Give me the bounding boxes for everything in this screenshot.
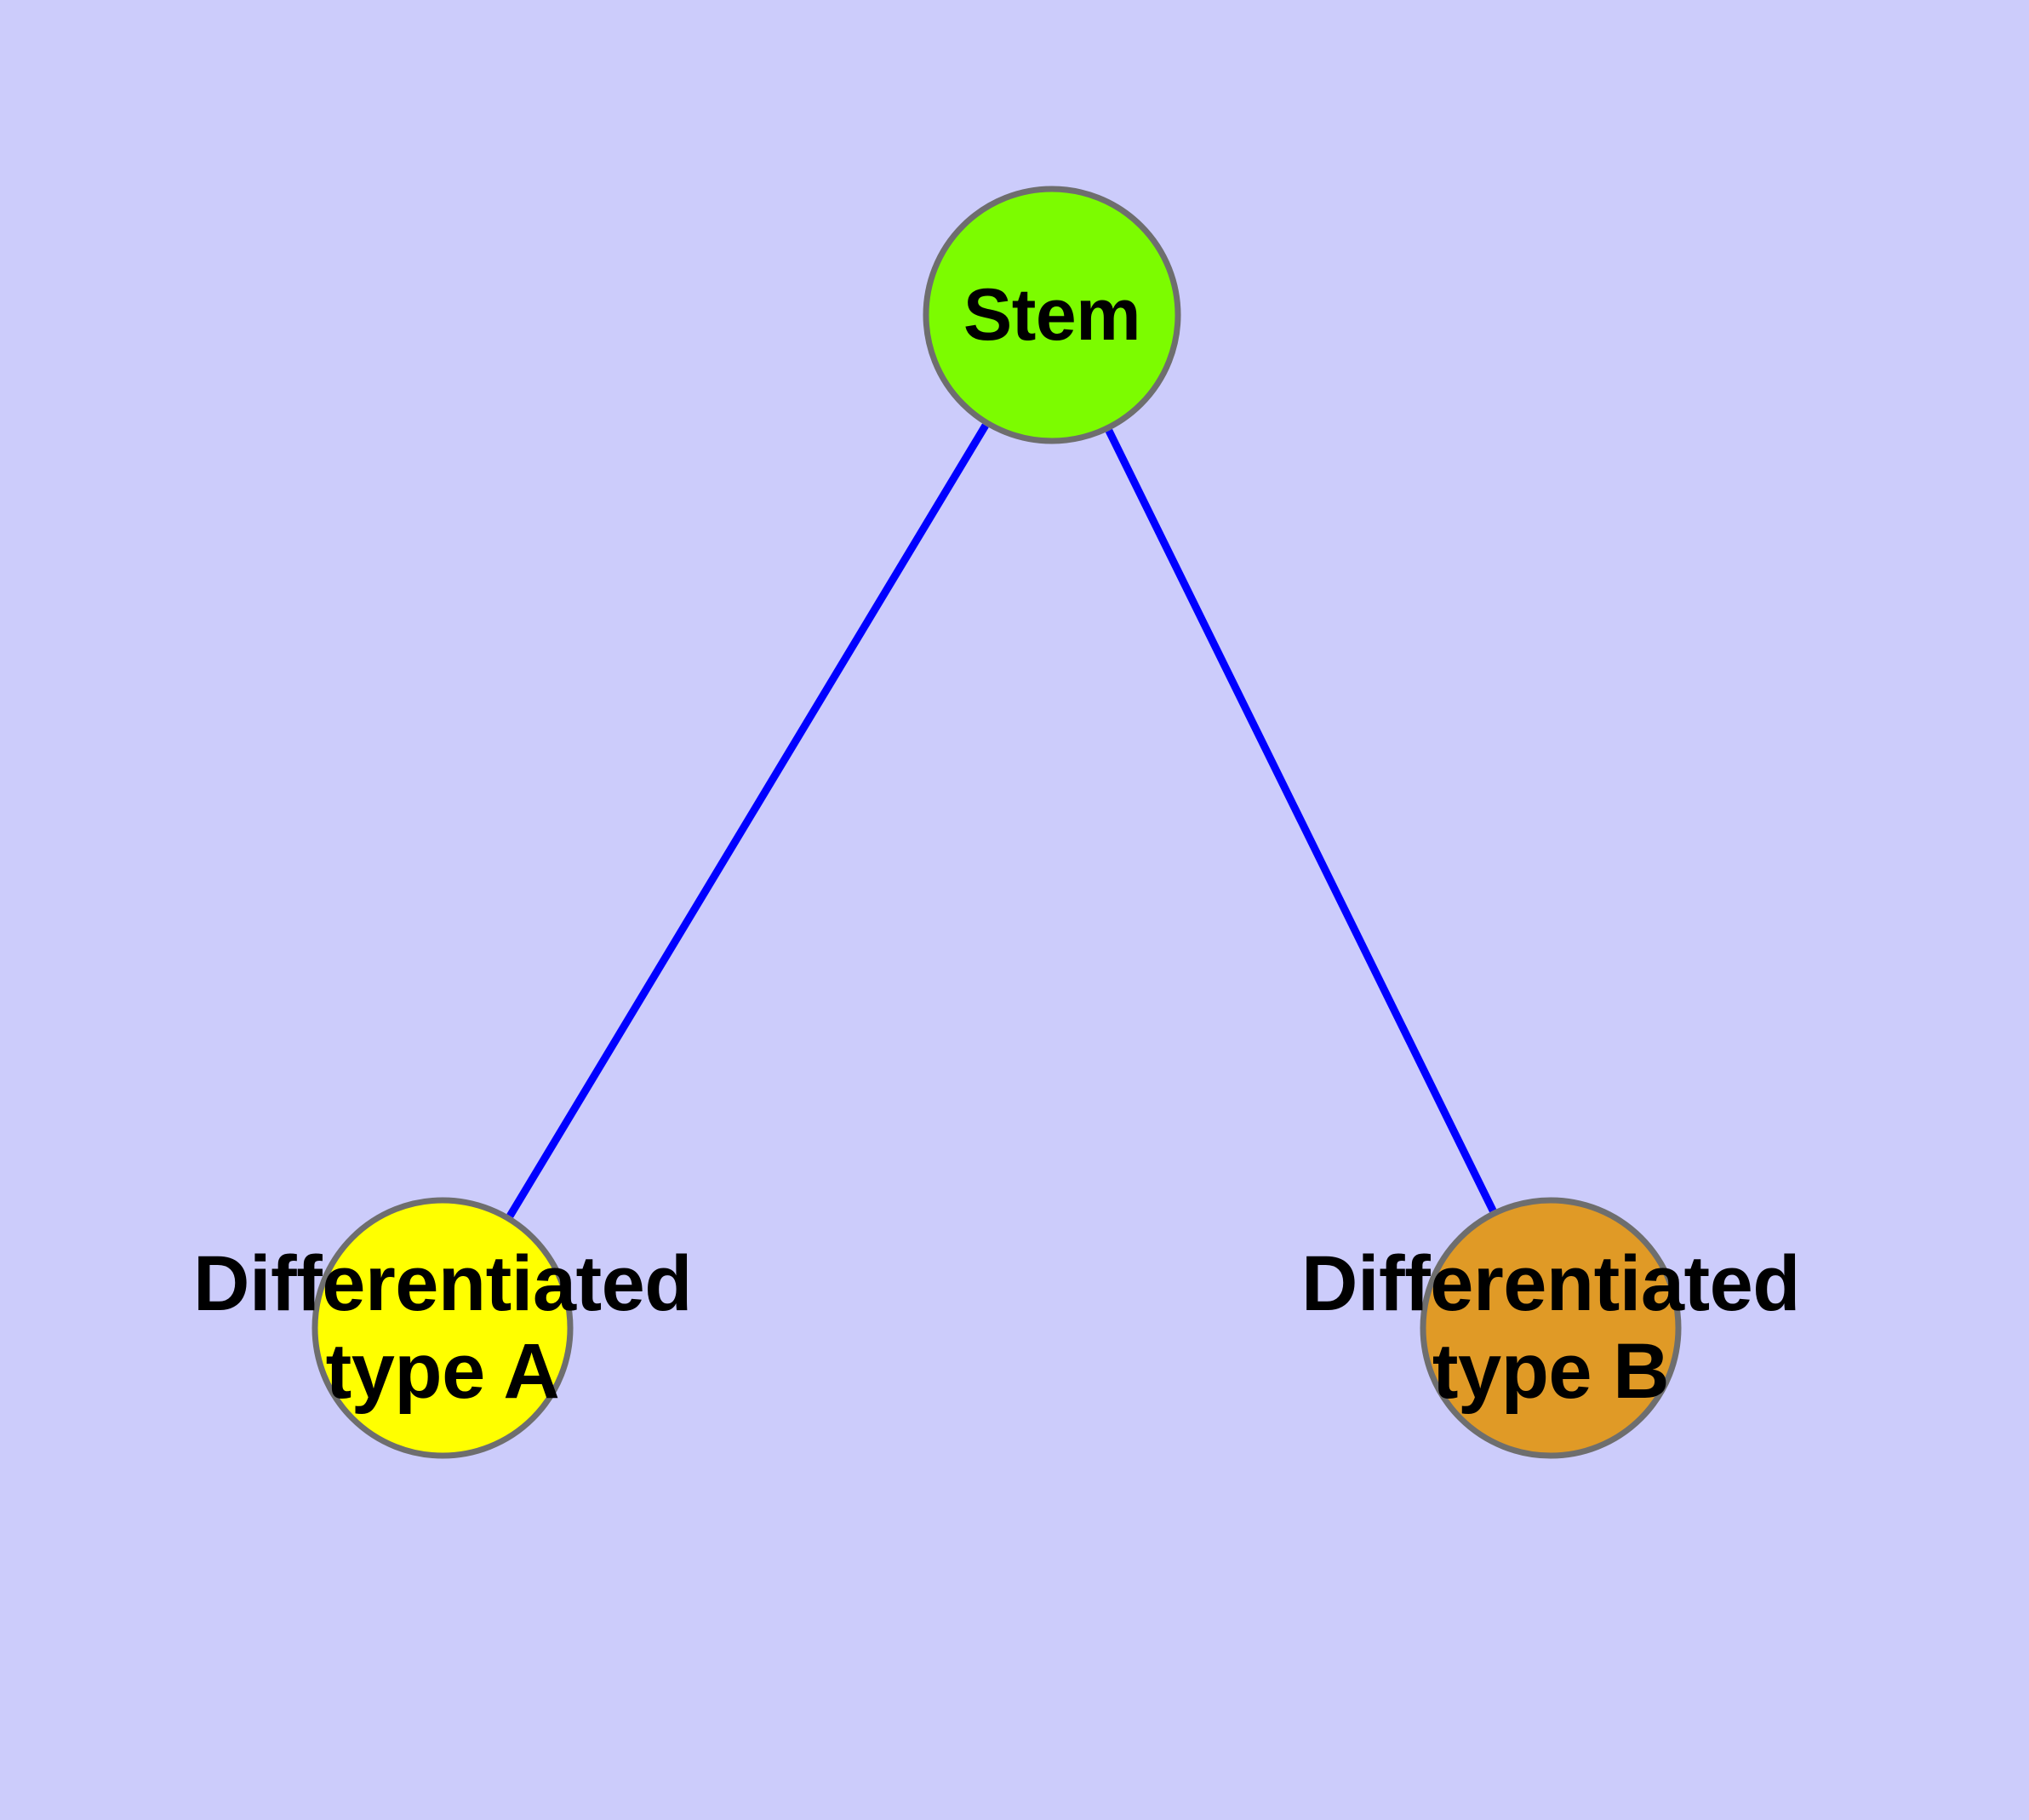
node-diff_a[interactable] xyxy=(315,1200,570,1456)
edge-stem-to-diff-a xyxy=(506,423,989,1218)
node-circle-diff_b[interactable] xyxy=(1420,1197,1682,1459)
node-diff_b[interactable] xyxy=(1423,1200,1678,1456)
node-circle-stem[interactable] xyxy=(923,186,1181,444)
node-layer xyxy=(311,186,1682,1459)
edge-layer xyxy=(506,423,1497,1218)
edge-stem-to-diff-b xyxy=(1105,428,1497,1213)
node-circle-diff_a[interactable] xyxy=(311,1197,574,1459)
node-stem[interactable] xyxy=(926,189,1178,441)
